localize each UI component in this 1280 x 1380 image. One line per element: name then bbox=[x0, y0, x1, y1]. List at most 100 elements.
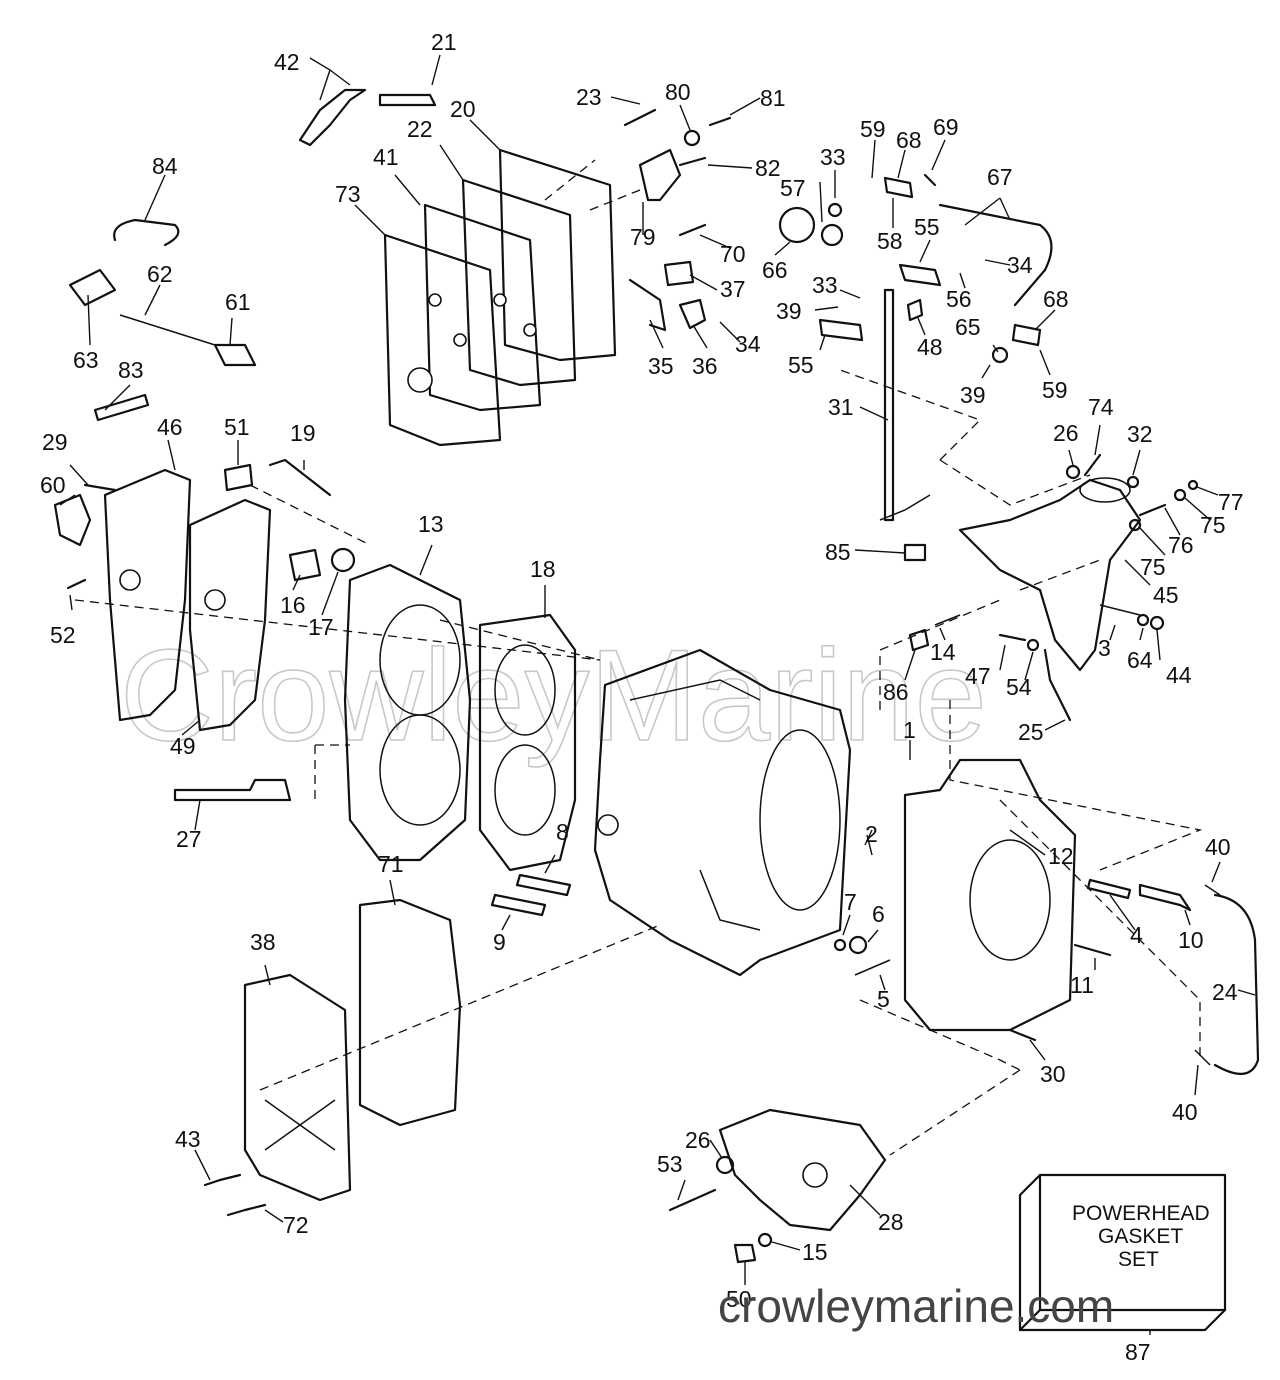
washer-65 bbox=[991, 346, 1009, 364]
callout: 55 bbox=[914, 214, 940, 240]
callout: 42 bbox=[274, 49, 300, 75]
nut-57 bbox=[820, 223, 844, 247]
washer-77 bbox=[1187, 479, 1199, 491]
callout: 19 bbox=[290, 420, 316, 446]
callout: 14 bbox=[930, 639, 956, 665]
callout: 4 bbox=[1130, 922, 1143, 948]
callout: 8 bbox=[556, 819, 569, 845]
bolt-82 bbox=[678, 156, 707, 167]
leader-lines bbox=[59, 54, 1256, 1335]
bolt-72 bbox=[226, 1203, 267, 1217]
clip-84 bbox=[113, 218, 180, 247]
callout: 79 bbox=[630, 224, 656, 250]
bracket-68 bbox=[883, 176, 914, 199]
housing-28 bbox=[718, 1108, 887, 1232]
gasket-49 bbox=[188, 498, 272, 732]
callout: 29 bbox=[42, 429, 68, 455]
thermostat-16 bbox=[288, 548, 322, 582]
bushing-37 bbox=[663, 260, 695, 287]
screw-76 bbox=[1138, 503, 1167, 517]
callout: 45 bbox=[1153, 582, 1179, 608]
callout: 44 bbox=[1166, 662, 1192, 688]
bolt-47 bbox=[998, 633, 1027, 642]
callout: 61 bbox=[225, 289, 251, 315]
callout: 17 bbox=[308, 614, 334, 640]
stud-5 bbox=[854, 959, 891, 976]
bolt-23 bbox=[623, 108, 657, 127]
callout: 28 bbox=[878, 1209, 904, 1235]
clip-85 bbox=[903, 543, 927, 562]
callout: 59 bbox=[860, 116, 886, 142]
callout: 38 bbox=[250, 929, 276, 955]
callout: 68 bbox=[896, 127, 922, 153]
callout: 59 bbox=[1042, 377, 1068, 403]
stud-14 bbox=[934, 614, 961, 626]
callout: 77 bbox=[1218, 489, 1244, 515]
washer-54 bbox=[1026, 638, 1040, 652]
callout: 26 bbox=[1053, 420, 1079, 446]
callout: 21 bbox=[431, 29, 457, 55]
callout: 15 bbox=[802, 1239, 828, 1265]
callout: 68 bbox=[1043, 286, 1069, 312]
part-shapes bbox=[53, 88, 1260, 1332]
callout: 82 bbox=[755, 155, 781, 181]
callout: 71 bbox=[378, 851, 404, 877]
bracket-79 bbox=[638, 148, 682, 202]
bolt-11 bbox=[1073, 943, 1112, 957]
callout: 81 bbox=[760, 85, 786, 111]
clamp-60 bbox=[53, 493, 92, 547]
reed-plate-38 bbox=[243, 973, 352, 1202]
callout: 22 bbox=[407, 116, 433, 142]
bracket-55-lower bbox=[818, 318, 864, 342]
callout: 27 bbox=[176, 826, 202, 852]
callout: 33 bbox=[812, 272, 838, 298]
exhaust-cover-20 bbox=[498, 148, 617, 362]
throttle-shaft-31 bbox=[883, 288, 895, 522]
gasket-set-box: POWERHEAD GASKET SET 87 bbox=[1072, 1202, 1210, 1365]
callout: 7 bbox=[844, 889, 857, 915]
callout: 63 bbox=[73, 347, 99, 373]
callout-labels: 1 2 3 4 5 6 7 8 9 10 11 12 13 14 15 16 1… bbox=[40, 29, 1244, 1312]
callout: 35 bbox=[648, 353, 674, 379]
wire-25 bbox=[1043, 648, 1072, 722]
nut-44 bbox=[1149, 615, 1165, 631]
callout: 55 bbox=[788, 352, 814, 378]
pin-9 bbox=[490, 893, 547, 917]
nut-80 bbox=[683, 129, 701, 147]
callout: 60 bbox=[40, 472, 66, 498]
callout: 32 bbox=[1127, 421, 1153, 447]
callout: 74 bbox=[1088, 394, 1114, 420]
pin-4 bbox=[1086, 878, 1132, 900]
bolt-29 bbox=[83, 483, 117, 492]
callout: 5 bbox=[877, 986, 890, 1012]
callout: 47 bbox=[965, 663, 991, 689]
exhaust-gasket-22 bbox=[461, 178, 577, 387]
clamp-40-bottom bbox=[1194, 1049, 1211, 1066]
bolt-81 bbox=[708, 116, 732, 127]
callout: 37 bbox=[720, 276, 746, 302]
callout: 18 bbox=[530, 556, 556, 582]
bracket-36 bbox=[678, 298, 707, 330]
bracket-55-upper bbox=[898, 263, 942, 287]
callout: 34 bbox=[1007, 252, 1033, 278]
gasket-box-line-3: SET bbox=[1118, 1248, 1159, 1271]
bolt-19 bbox=[268, 458, 332, 497]
bushing-48 bbox=[906, 298, 924, 322]
sensor-63 bbox=[68, 268, 117, 307]
bolt-52 bbox=[66, 578, 87, 590]
callout: 75 bbox=[1140, 554, 1166, 580]
spring-51 bbox=[223, 463, 254, 492]
callout: 6 bbox=[872, 901, 885, 927]
callout: 76 bbox=[1168, 532, 1194, 558]
switch-61 bbox=[213, 343, 257, 367]
callout: 51 bbox=[224, 414, 250, 440]
callout: 86 bbox=[883, 679, 909, 705]
callout: 16 bbox=[280, 592, 306, 618]
callout: 49 bbox=[170, 733, 196, 759]
callout: 46 bbox=[157, 414, 183, 440]
spring-66 bbox=[778, 206, 816, 244]
callout: 26 bbox=[685, 1127, 711, 1153]
stud-3 bbox=[1099, 604, 1141, 616]
bushing-86 bbox=[908, 628, 930, 652]
gasket-box-line-2: GASKET bbox=[1098, 1225, 1183, 1248]
